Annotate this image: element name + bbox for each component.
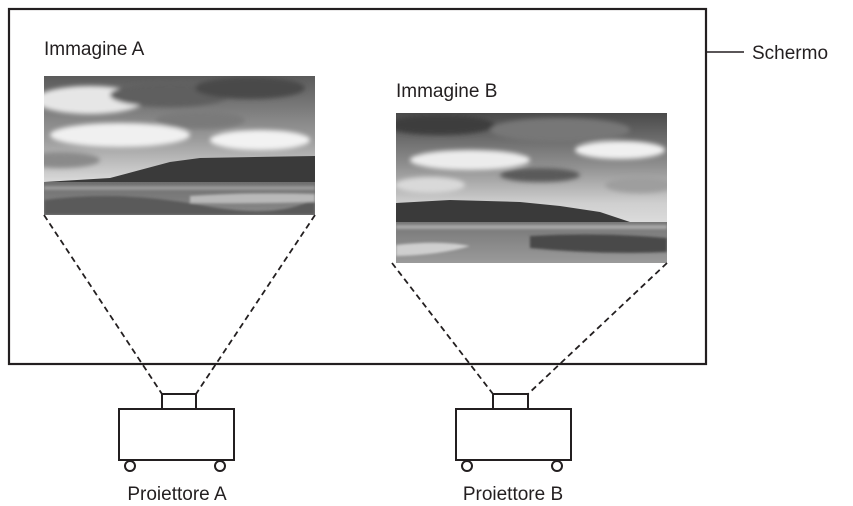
projector-a-foot-left bbox=[124, 460, 136, 472]
image-a-label: Immagine A bbox=[44, 39, 145, 60]
projector-a-lens bbox=[161, 393, 197, 410]
projector-a-label: Proiettore A bbox=[127, 484, 227, 505]
image-b-photo bbox=[396, 113, 667, 263]
projector-a-foot-right bbox=[214, 460, 226, 472]
screen-label: Schermo bbox=[752, 43, 828, 64]
projector-a-beam bbox=[43, 214, 316, 395]
image-b-label: Immagine B bbox=[396, 81, 497, 102]
projector-a bbox=[118, 393, 235, 472]
projector-b-body bbox=[455, 408, 572, 461]
image-a-photo bbox=[44, 76, 315, 215]
projector-b bbox=[455, 393, 572, 472]
projector-b-foot-right bbox=[551, 460, 563, 472]
projector-b-lens bbox=[492, 393, 529, 410]
projector-b-foot-left bbox=[461, 460, 473, 472]
projector-b-beam bbox=[391, 262, 668, 395]
projector-b-label: Proiettore B bbox=[463, 484, 563, 505]
projector-a-body bbox=[118, 408, 235, 461]
